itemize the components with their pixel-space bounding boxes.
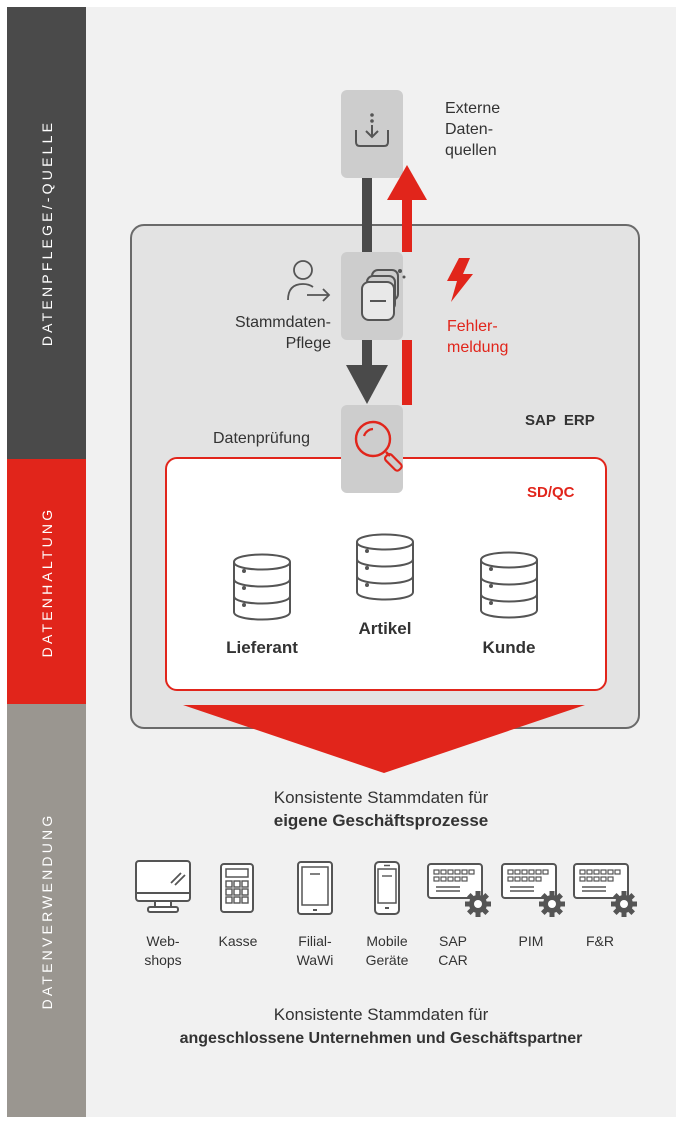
phone-icon [374, 861, 400, 915]
own-processes-line2: eigene Geschäftsprozesse [273, 811, 489, 830]
database-icon [356, 533, 414, 601]
magnifier-icon [354, 420, 403, 472]
stacked-documents-icon [361, 269, 406, 321]
sap-erp-label: SAP ERP [525, 412, 595, 429]
database-label-kunde: Kunde [482, 638, 536, 657]
inbox-download-icon [355, 113, 389, 147]
person-edit-icon [287, 260, 331, 302]
calculator-icon [220, 863, 254, 913]
sdqc-label: SD/QC [527, 484, 575, 501]
database-label-artikel: Artikel [358, 619, 412, 638]
down-arrow [346, 178, 388, 404]
database-label-lieferant: Lieferant [226, 638, 298, 657]
device-label-filial-wawi: Filial- WaWi [296, 933, 334, 968]
keyboard-gear-icon [427, 863, 491, 917]
keyboard-gear-icon [573, 863, 637, 917]
band-datenpflege: DATENPFLEGE/-QUELLE [7, 7, 86, 459]
check-label: Datenprüfung [213, 430, 310, 447]
band-datenhaltung: DATENHALTUNG [7, 459, 86, 704]
device-label-sap-car: SAP CAR [438, 933, 468, 968]
device-label-mobile: Mobile Geräte [365, 933, 409, 968]
band-datenverwendung: DATENVERWENDUNG [7, 704, 86, 1117]
lightning-icon [447, 258, 473, 302]
check-box [341, 405, 403, 493]
monitor-icon [135, 860, 191, 913]
error-label: Fehler- meldung [447, 318, 509, 356]
output-arrow [183, 705, 585, 773]
database-icon [480, 551, 538, 619]
up-arrow [387, 165, 427, 405]
partners-line1: Konsistente Stammdaten für [273, 1005, 489, 1024]
maintenance-label: Stammdaten- Pflege [234, 314, 331, 352]
keyboard-gear-icon [501, 863, 565, 917]
partners-line2: angeschlossene Unternehmen und Geschäfts… [179, 1030, 583, 1047]
database-icon [233, 553, 291, 621]
device-label-pim: PIM [518, 933, 544, 949]
external-sources-label: Externe Daten- quellen [445, 100, 501, 159]
device-label-fr: F&R [586, 933, 614, 949]
device-label-webshops: Web- shops [144, 933, 182, 968]
tablet-icon [297, 861, 333, 915]
own-processes-line1: Konsistente Stammdaten für [273, 788, 489, 807]
device-label-kasse: Kasse [218, 933, 258, 949]
